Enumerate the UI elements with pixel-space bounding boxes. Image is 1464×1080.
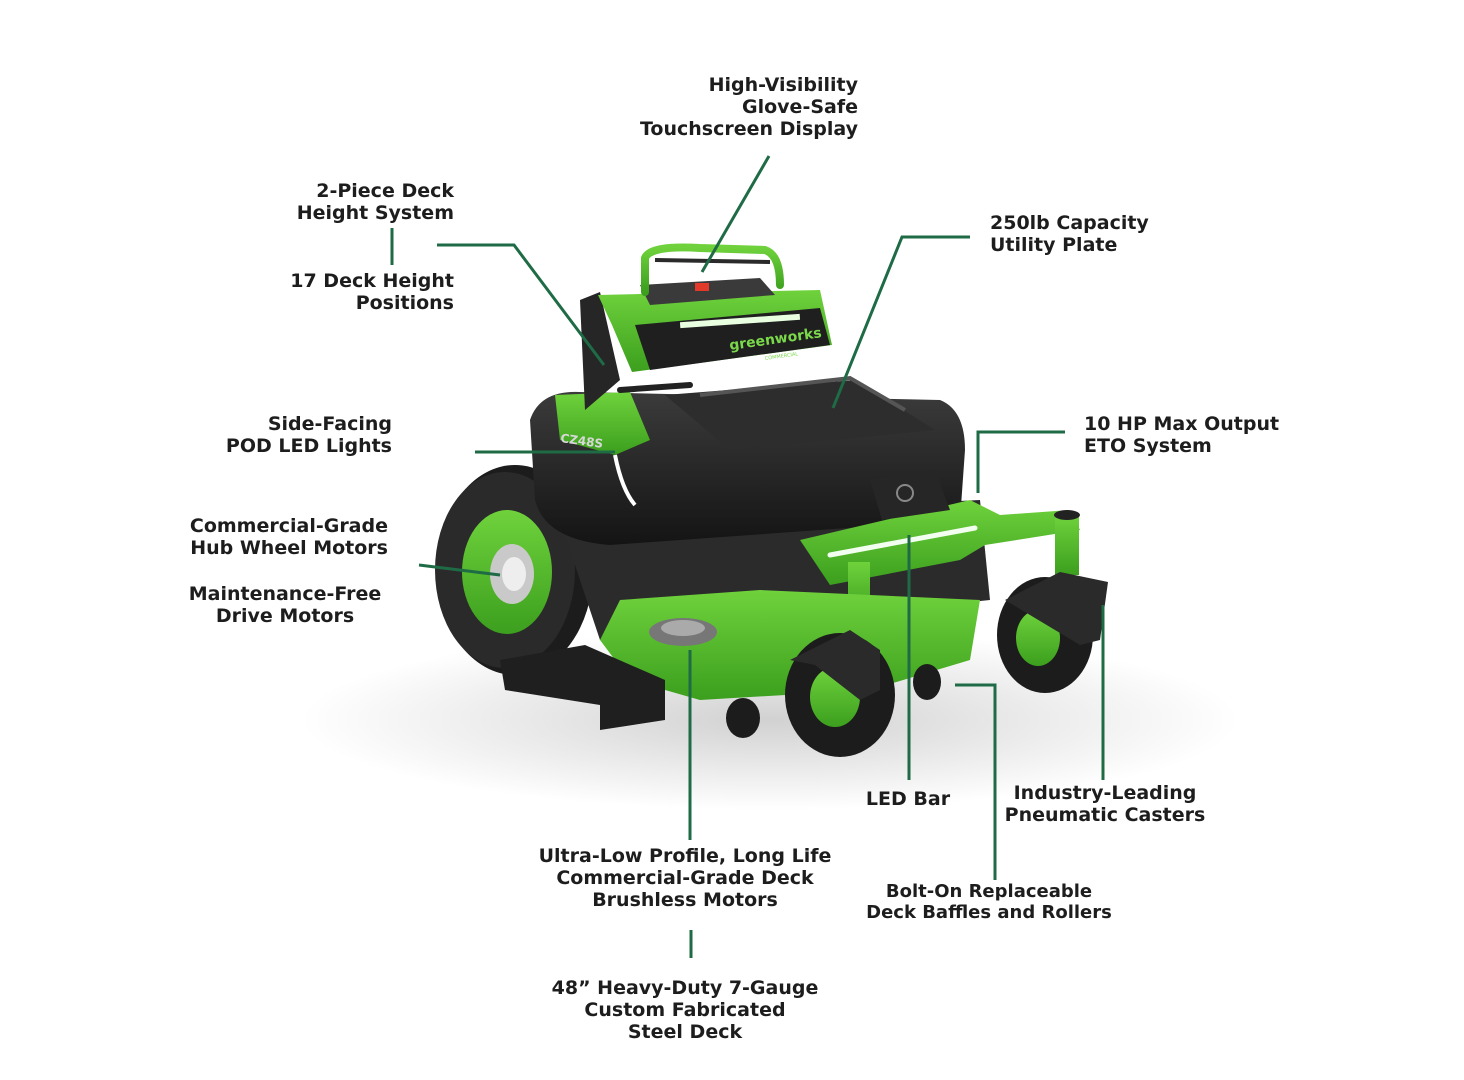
callout-line: 2-Piece Deck	[316, 180, 454, 202]
callout-line: ETO System	[1084, 435, 1212, 457]
callout-line: Brushless Motors	[592, 889, 778, 911]
callout-line: Side-Facing	[267, 413, 392, 435]
model-text: CZ48S	[560, 431, 604, 451]
callout-utility-plate: 250lb Capacity Utility Plate	[990, 212, 1190, 256]
callout-line: Height System	[296, 202, 454, 224]
callout-touchscreen: High-Visibility Glove-Safe Touchscreen D…	[640, 74, 858, 140]
callout-line: Deck Baffles and Rollers	[866, 902, 1112, 923]
pod-led-light	[613, 454, 637, 507]
led-bar	[827, 525, 978, 558]
callout-line: Steel Deck	[627, 1021, 743, 1043]
callout-line: Ultra-Low Profile, Long Life	[538, 845, 832, 867]
foot-platform	[500, 645, 665, 730]
callout-line: 17 Deck Height	[290, 270, 454, 292]
callout-steel-deck: 48” Heavy-Duty 7-Gauge Custom Fabricated…	[530, 977, 840, 1043]
handle-bar	[641, 243, 784, 296]
front-frame	[800, 470, 1080, 617]
callout-line: Commercial-Grade Deck	[556, 867, 814, 889]
callout-line: Industry-Leading	[1013, 782, 1197, 804]
callout-line: High-Visibility	[708, 74, 858, 96]
deck-roller-front	[913, 664, 941, 700]
callout-line: LED Bar	[865, 788, 951, 810]
callout-line: Bolt-On Replaceable	[885, 881, 1093, 902]
callout-line: 250lb Capacity	[990, 212, 1149, 234]
callout-line: Positions	[355, 292, 454, 314]
callout-line: Commercial-Grade	[189, 515, 388, 537]
callout-eto: 10 HP Max Output ETO System	[1084, 413, 1304, 457]
console-led-strip	[679, 313, 801, 329]
callout-deck-motors: Ultra-Low Profile, Long Life Commercial-…	[520, 845, 850, 911]
callout-hub-motors: Commercial-Grade Hub Wheel Motors	[160, 515, 388, 559]
front-caster-right	[997, 572, 1108, 693]
callout-drive-motors: Maintenance-Free Drive Motors	[170, 583, 400, 627]
leader-baffles	[955, 683, 997, 880]
fender-green	[555, 392, 650, 455]
callout-deck-positions: 17 Deck Height Positions	[280, 270, 454, 314]
leader-utility-plate	[831, 235, 970, 409]
front-caster-left	[785, 630, 895, 757]
leader-touchscreen	[700, 155, 771, 273]
callout-line: 10 HP Max Output	[1084, 413, 1280, 435]
callout-deck-height: 2-Piece Deck Height System	[280, 180, 454, 224]
logo-sub-text: COMMERCIAL	[764, 351, 798, 362]
callout-line: Custom Fabricated	[584, 999, 786, 1021]
callout-line: Drive Motors	[215, 605, 355, 627]
utility-plate	[665, 380, 935, 450]
callout-line: 48” Heavy-Duty 7-Gauge	[551, 977, 819, 999]
callout-line: Maintenance-Free	[188, 583, 382, 605]
control-console: greenworks COMMERCIAL	[580, 243, 832, 410]
leader-hub-motors	[418, 563, 501, 577]
deck-roller	[726, 698, 760, 738]
leader-eto	[976, 430, 1065, 493]
callout-casters: Industry-Leading Pneumatic Casters	[990, 782, 1220, 826]
callout-pod-lights: Side-Facing POD LED Lights	[200, 413, 392, 457]
callout-line: Pneumatic Casters	[1004, 804, 1206, 826]
touchscreen-display	[640, 278, 775, 305]
callout-line: Hub Wheel Motors	[190, 537, 388, 559]
leader-lines	[390, 155, 1105, 958]
utility-plate-rail	[699, 375, 907, 412]
callout-line: POD LED Lights	[225, 435, 392, 457]
leader-deck-positions	[437, 243, 606, 366]
callout-line: Glove-Safe	[742, 96, 858, 118]
callout-line: Utility Plate	[990, 234, 1118, 256]
callout-line: Touchscreen Display	[640, 118, 858, 140]
callout-led-bar: LED Bar	[848, 788, 968, 810]
callout-baffles: Bolt-On Replaceable Deck Baffles and Rol…	[858, 881, 1120, 923]
